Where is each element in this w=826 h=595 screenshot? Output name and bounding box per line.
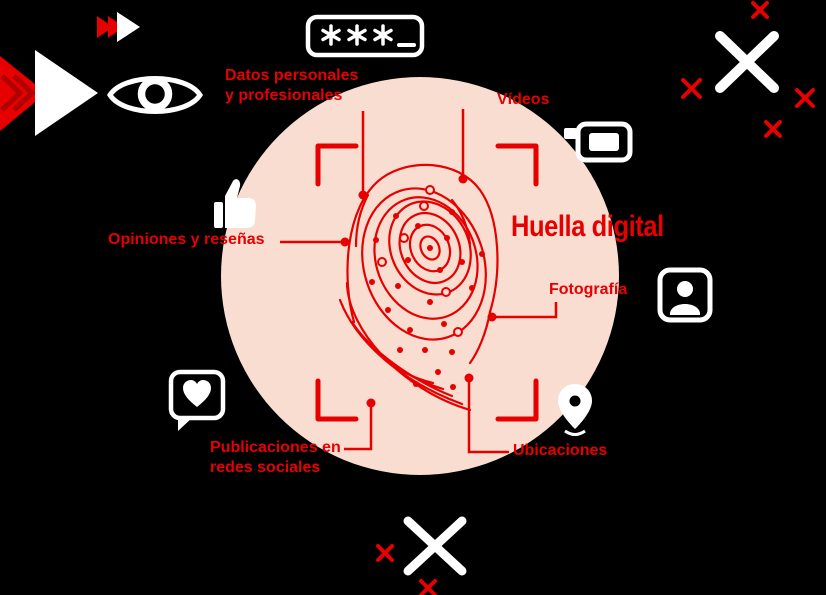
x-mark-icon — [681, 78, 702, 99]
focus-bracket-top-right — [495, 143, 539, 187]
x-mark-icon — [751, 1, 769, 19]
label-ubicaciones: Ubicaciones — [513, 442, 608, 459]
eye-icon — [107, 76, 203, 114]
label-fotografia: Fotografía — [549, 281, 628, 298]
play-arrows-left-icon — [0, 50, 98, 136]
cross-icon-bottom — [403, 516, 467, 576]
play-arrows-top-icon — [97, 12, 140, 42]
x-mark-icon — [764, 120, 782, 138]
label-publicaciones: Publicaciones en redes sociales — [210, 439, 341, 476]
connector-lines — [280, 109, 558, 454]
heart-bubble-icon — [168, 369, 226, 431]
location-pin-icon — [558, 384, 592, 436]
x-mark-icon — [376, 544, 394, 562]
password-mask-icon — [305, 14, 425, 58]
x-mark-icon — [795, 88, 815, 108]
x-mark-icon — [419, 579, 437, 595]
label-opiniones: Opiniones y reseñas — [108, 231, 265, 248]
portrait-icon — [657, 267, 713, 323]
fingerprint-circuit-nodes — [377, 185, 463, 337]
cross-icon-top-right — [715, 31, 779, 93]
label-datos-personales: Datos personales y profesionales — [225, 67, 359, 104]
background-circle — [221, 77, 619, 475]
connector-ubicaciones — [467, 382, 509, 454]
focus-bracket-top-left — [315, 143, 359, 187]
focus-bracket-bottom-left — [315, 378, 359, 422]
video-camera-icon — [564, 121, 633, 163]
focus-brackets — [315, 143, 539, 422]
fingerprint-circuit-dots — [369, 209, 485, 390]
scatter-x-marks — [376, 1, 815, 595]
focus-bracket-bottom-right — [495, 378, 539, 422]
label-videos: Vídeos — [497, 91, 550, 108]
connector-fotografia — [496, 302, 558, 319]
connector-dots — [340, 174, 497, 408]
thumbs-up-icon — [214, 179, 256, 228]
connector-publicaciones — [344, 406, 373, 451]
page-title: Huella digital — [511, 210, 664, 243]
